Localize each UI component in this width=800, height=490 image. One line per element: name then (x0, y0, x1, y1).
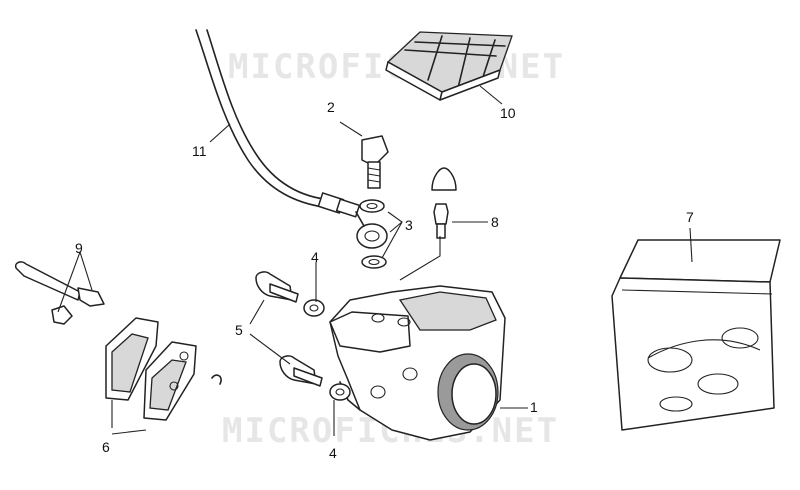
callout-5: 5 (235, 322, 243, 338)
callout-4-top: 4 (311, 249, 319, 265)
caliper-bolts (255, 271, 323, 387)
brake-pads (105, 317, 222, 421)
repair-kit-bag (611, 239, 781, 431)
mounting-washers (303, 299, 351, 401)
bleed-valve (431, 167, 457, 239)
callout-7: 7 (686, 209, 694, 225)
callout-3: 3 (405, 217, 413, 233)
callout-10: 10 (500, 105, 516, 121)
callout-4-bottom: 4 (329, 445, 337, 461)
brake-hose (195, 29, 388, 249)
callout-11: 11 (192, 143, 207, 159)
leader-lines (57, 85, 693, 436)
copper-washers (359, 199, 387, 269)
pad-pin (14, 261, 105, 325)
callout-6: 6 (102, 439, 110, 455)
banjo-bolt (361, 135, 389, 189)
callout-8: 8 (491, 214, 499, 230)
callout-9: 9 (75, 240, 83, 256)
rubber-cover (385, 31, 513, 101)
brake-caliper (329, 285, 506, 441)
callout-2: 2 (327, 99, 335, 115)
callout-1: 1 (530, 399, 538, 415)
